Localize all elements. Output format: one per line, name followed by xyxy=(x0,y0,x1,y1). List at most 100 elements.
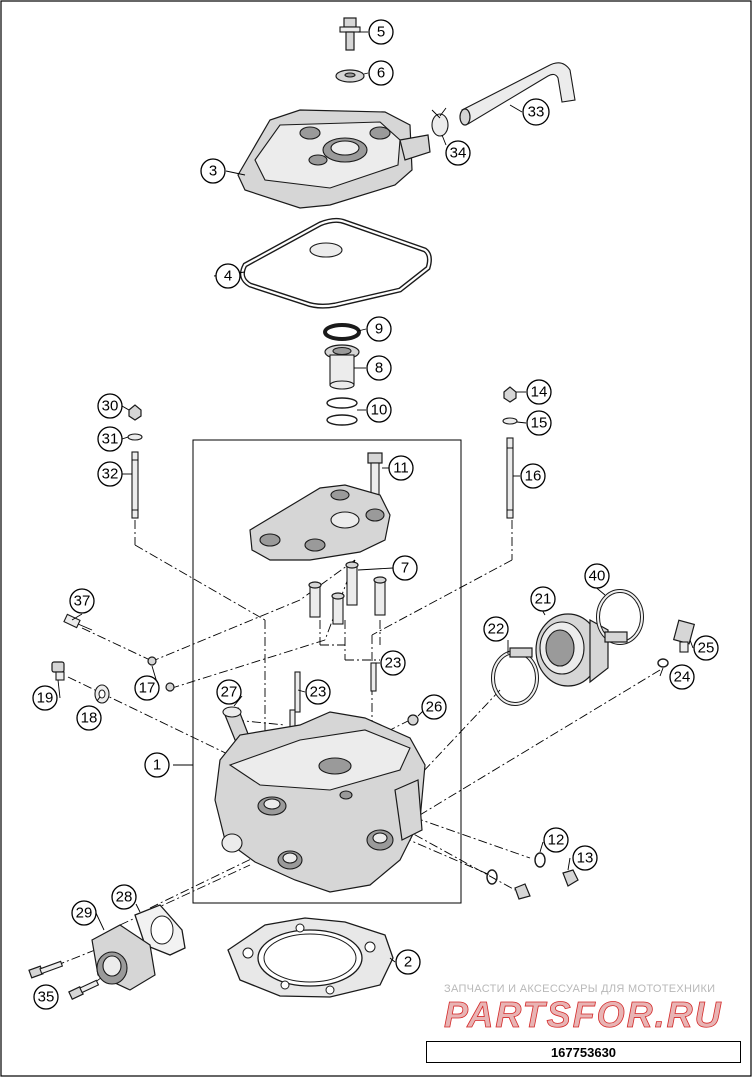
callout-22: 22 xyxy=(483,616,509,642)
svg-text:7: 7 xyxy=(401,560,409,577)
callout-6: 6 xyxy=(368,60,394,86)
callout-1: 1 xyxy=(144,752,170,778)
screw-plug-19 xyxy=(51,661,65,681)
callout-30: 35 xyxy=(33,984,59,1010)
callout-9: 9 xyxy=(366,316,392,342)
svg-text:32: 32 xyxy=(102,466,119,483)
svg-text:28: 28 xyxy=(116,889,133,906)
breather-hose-34 xyxy=(459,62,576,126)
svg-text:1: 1 xyxy=(153,757,161,774)
watermark-logo-text: PARTSFOR.RU xyxy=(444,995,723,1035)
svg-text:15: 15 xyxy=(531,415,548,432)
assembly-lines xyxy=(39,520,661,994)
callout-21: 21 xyxy=(530,586,556,612)
callout-18: 18 xyxy=(76,705,102,731)
callout-24: 24 xyxy=(669,664,695,690)
seal-ring-24 xyxy=(657,658,669,668)
svg-text:5: 5 xyxy=(377,24,385,41)
callout-leaders xyxy=(57,31,694,963)
washer-15 xyxy=(502,417,518,425)
stud-33 xyxy=(131,451,139,519)
svg-text:21: 21 xyxy=(535,591,552,608)
assembly-box xyxy=(192,439,462,904)
svg-text:6: 6 xyxy=(377,65,385,82)
callout-35: 34 xyxy=(445,140,471,166)
callout-33: 32 xyxy=(97,461,123,487)
svg-text:2: 2 xyxy=(404,954,412,971)
seal-ring-9 xyxy=(323,323,361,341)
callout-11: 11 xyxy=(388,455,414,481)
callout-25: 25 xyxy=(693,635,719,661)
nut-14 xyxy=(503,386,517,403)
svg-text:30: 30 xyxy=(102,398,119,415)
hose-clamp-35 xyxy=(431,107,449,137)
plug-shaft-8 xyxy=(324,344,360,390)
gasket-4 xyxy=(239,217,432,309)
screw-plug-26 xyxy=(407,714,419,726)
gasket-28 xyxy=(134,904,186,956)
callout-15: 15 xyxy=(526,410,552,436)
svg-text:16: 16 xyxy=(525,468,542,485)
plug-17 xyxy=(147,656,175,692)
exhaust-flange-29 xyxy=(91,924,156,991)
callout-23-right: 23 xyxy=(380,650,406,676)
clamp-40 xyxy=(596,589,644,645)
screw-plug-13 xyxy=(514,869,579,900)
callout-2: 2 xyxy=(395,949,421,975)
head-gasket-2 xyxy=(227,917,394,998)
bolt-11 xyxy=(367,452,383,496)
svg-text:33: 33 xyxy=(528,104,545,121)
svg-text:17: 17 xyxy=(139,680,156,697)
svg-text:18: 18 xyxy=(81,710,98,727)
callout-19: 19 xyxy=(32,685,58,711)
callout-31: 30 xyxy=(97,393,123,419)
callout-4: 4 xyxy=(215,263,241,289)
drawing-number: 167753630 xyxy=(550,1044,617,1060)
drawing-number-box: 167753630 xyxy=(426,1041,741,1063)
callout-17: 17 xyxy=(134,675,160,701)
cylinder-head-1 xyxy=(214,711,426,893)
svg-text:25: 25 xyxy=(698,640,715,657)
washer-32 xyxy=(127,433,143,441)
svg-text:34: 34 xyxy=(450,145,467,162)
callout-32: 31 xyxy=(97,426,123,452)
svg-text:8: 8 xyxy=(375,360,383,377)
washer-6 xyxy=(335,69,365,83)
bolt-5 xyxy=(339,17,361,51)
svg-text:11: 11 xyxy=(393,460,409,477)
callout-12: 12 xyxy=(543,827,569,853)
svg-text:13: 13 xyxy=(577,850,594,867)
svg-text:29: 29 xyxy=(76,905,93,922)
stud-16 xyxy=(506,437,514,519)
screw-37 xyxy=(63,613,93,631)
svg-text:19: 19 xyxy=(37,690,54,707)
watermark-caption: ЗАПЧАСТИ И АКСЕССУАРЫ ДЛЯ МОТОТЕХНИКИ xyxy=(444,983,716,995)
valve-guides-7 xyxy=(308,561,387,625)
svg-text:9: 9 xyxy=(375,321,383,338)
callout-28: 28 xyxy=(111,884,137,910)
o-ring-12 xyxy=(486,852,546,885)
svg-text:23: 23 xyxy=(310,684,327,701)
svg-text:24: 24 xyxy=(674,669,691,686)
svg-text:27: 27 xyxy=(221,684,238,701)
hose-clamp-22 xyxy=(491,647,539,706)
svg-text:26: 26 xyxy=(426,699,443,716)
svg-text:10: 10 xyxy=(371,402,388,419)
callout-16: 16 xyxy=(520,463,546,489)
callout-13: 13 xyxy=(572,845,598,871)
callout-40: 40 xyxy=(584,563,610,589)
callout-26: 26 xyxy=(421,694,447,720)
callout-37: 37 xyxy=(69,588,95,614)
callout-8: 8 xyxy=(366,355,392,381)
callout-23-left: 23 xyxy=(305,679,331,705)
bolts-30 xyxy=(28,960,100,1000)
callout-34: 33 xyxy=(522,98,550,126)
watermark-logo: PARTSFOR.RU xyxy=(444,995,723,1035)
callout-27: 27 xyxy=(216,679,242,705)
svg-text:37: 37 xyxy=(74,593,91,610)
svg-text:3: 3 xyxy=(209,163,217,180)
nut-31 xyxy=(128,404,142,421)
